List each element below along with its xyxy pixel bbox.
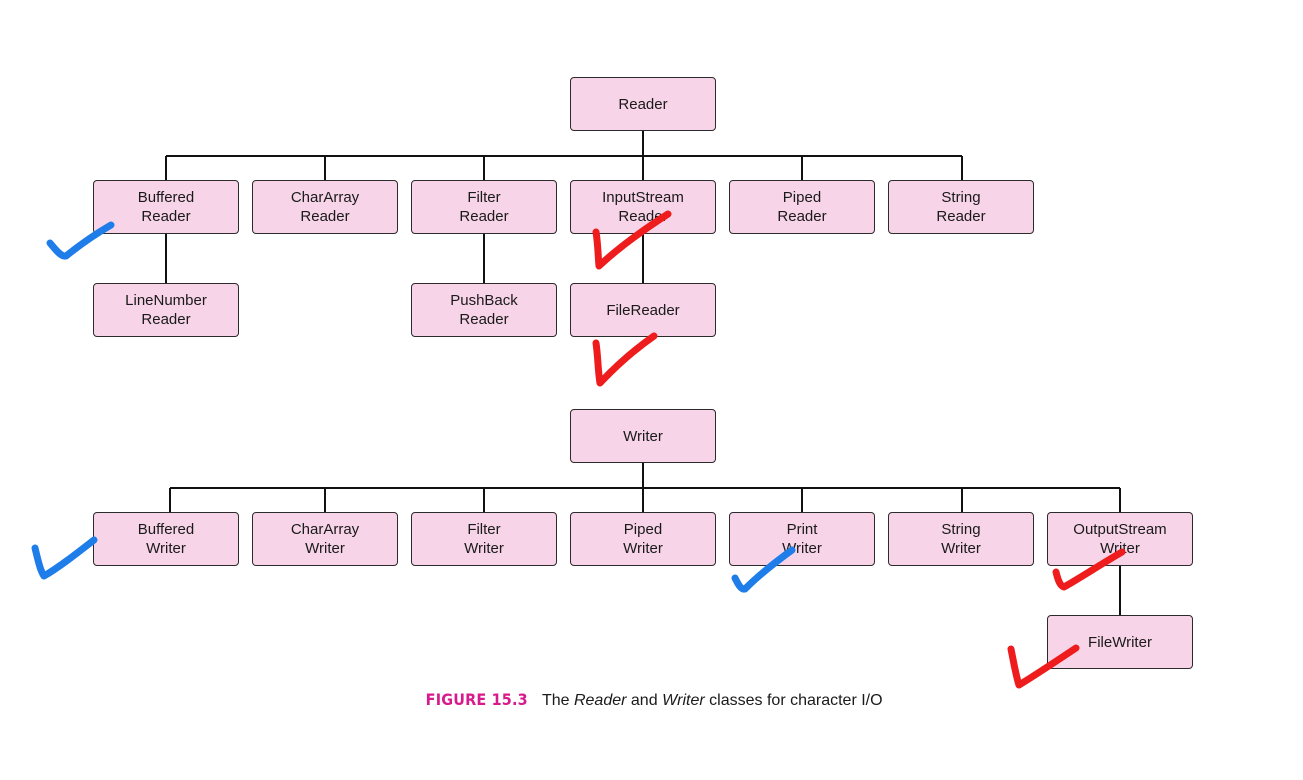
caption-text-1: The bbox=[541, 692, 570, 709]
caption-writer-word: Writer bbox=[662, 692, 705, 709]
node-buffered-writer: Buffered Writer bbox=[93, 512, 239, 566]
node-pushback-reader: PushBack Reader bbox=[411, 283, 557, 337]
node-string-reader: String Reader bbox=[888, 180, 1034, 234]
caption-text-2: and bbox=[630, 692, 658, 709]
node-filewriter: FileWriter bbox=[1047, 615, 1193, 669]
node-outputstream-writer: OutputStream Writer bbox=[1047, 512, 1193, 566]
node-linenumber-reader: LineNumber Reader bbox=[93, 283, 239, 337]
node-chararray-writer: CharArray Writer bbox=[252, 512, 398, 566]
node-filereader: FileReader bbox=[570, 283, 716, 337]
node-filter-writer: Filter Writer bbox=[411, 512, 557, 566]
node-string-writer: String Writer bbox=[888, 512, 1034, 566]
node-writer: Writer bbox=[570, 409, 716, 463]
node-piped-writer: Piped Writer bbox=[570, 512, 716, 566]
node-chararray-reader: CharArray Reader bbox=[252, 180, 398, 234]
node-inputstream-reader: InputStream Reader bbox=[570, 180, 716, 234]
figure-number: FIGURE 15.3 bbox=[426, 690, 529, 709]
caption-text-3: classes for character I/O bbox=[709, 692, 883, 709]
node-print-writer: Print Writer bbox=[729, 512, 875, 566]
figure-caption: FIGURE 15.3 The Reader and Writer classes… bbox=[0, 690, 1303, 710]
node-reader: Reader bbox=[570, 77, 716, 131]
node-filter-reader: Filter Reader bbox=[411, 180, 557, 234]
node-buffered-reader: Buffered Reader bbox=[93, 180, 239, 234]
caption-reader-word: Reader bbox=[573, 692, 627, 709]
node-piped-reader: Piped Reader bbox=[729, 180, 875, 234]
